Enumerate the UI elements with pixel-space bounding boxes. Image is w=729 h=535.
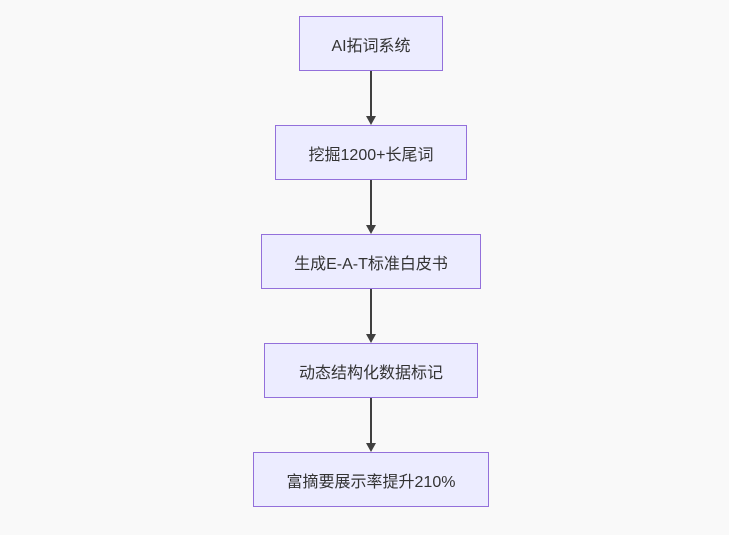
flow-node-label: 动态结构化数据标记 <box>298 364 443 382</box>
arrowhead-icon <box>366 443 376 452</box>
arrowhead-icon <box>366 116 376 125</box>
flow-node-rich-snippet-result: 富摘要展示率提升210% <box>253 452 489 507</box>
arrow-shaft <box>370 398 372 443</box>
arrow-down-2 <box>365 180 377 234</box>
flow-node-label: 挖掘1200+长尾词 <box>308 146 434 164</box>
arrow-down-3 <box>365 289 377 343</box>
flow-node-structured-data-markup: 动态结构化数据标记 <box>264 343 478 398</box>
arrow-shaft <box>370 180 372 225</box>
flow-node-eat-whitepaper: 生成E-A-T标准白皮书 <box>261 234 481 289</box>
flow-node-longtail-mining: 挖掘1200+长尾词 <box>275 125 467 180</box>
flow-node-label: 生成E-A-T标准白皮书 <box>294 255 448 273</box>
arrow-shaft <box>370 289 372 334</box>
flowchart-column: AI拓词系统 挖掘1200+长尾词 生成E-A-T标准白皮书 动态结构化数据标记 <box>253 16 489 507</box>
flow-node-ai-keyword-system: AI拓词系统 <box>299 16 443 71</box>
arrow-shaft <box>370 71 372 116</box>
flow-node-label: AI拓词系统 <box>331 37 411 55</box>
arrow-down-4 <box>365 398 377 452</box>
arrow-down-1 <box>365 71 377 125</box>
arrowhead-icon <box>366 225 376 234</box>
flow-node-label: 富摘要展示率提升210% <box>286 473 456 491</box>
arrowhead-icon <box>366 334 376 343</box>
